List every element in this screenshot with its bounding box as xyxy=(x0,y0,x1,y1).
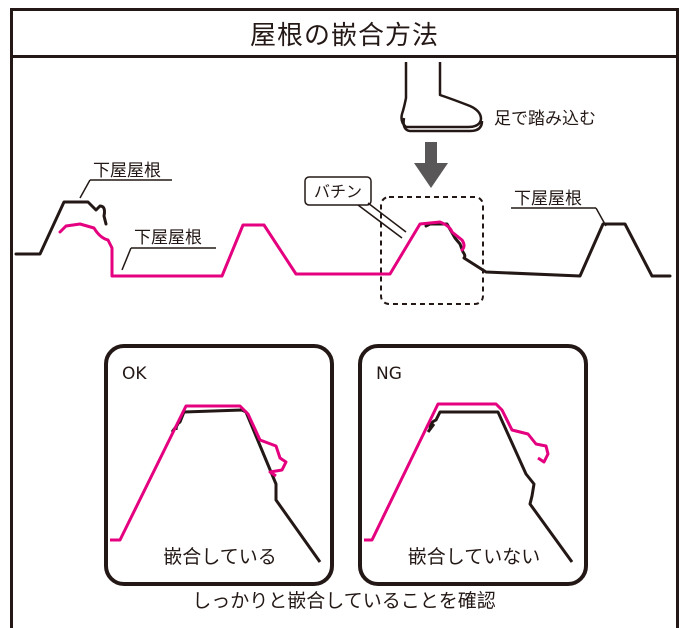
leader-line xyxy=(121,247,132,271)
ng-caption: 嵌合していない xyxy=(408,546,540,568)
ng-panel xyxy=(358,344,588,586)
ok-caption: 嵌合している xyxy=(163,546,276,568)
ng-status: NG xyxy=(376,364,402,384)
lower-roof-label-middle: 下屋屋根 xyxy=(134,228,202,248)
snap-highlight-box xyxy=(380,196,484,305)
step-on-label: 足で踏み込む xyxy=(494,109,596,129)
page-title: 屋根の嵌合方法 xyxy=(10,8,679,58)
shoe-foot-icon xyxy=(400,62,484,133)
down-arrow-icon xyxy=(414,142,448,188)
ok-status: OK xyxy=(122,364,147,384)
ok-panel xyxy=(104,344,334,586)
lower-roof-label-left: 下屋屋根 xyxy=(93,161,161,181)
upper-roof-profile xyxy=(58,220,466,278)
snap-callout xyxy=(304,176,407,239)
lower-roof-label-right: 下屋屋根 xyxy=(514,189,582,209)
lower-roof-profile xyxy=(14,200,672,278)
leader-line xyxy=(595,207,607,227)
leader-line xyxy=(79,179,91,199)
footer-note: しっかりと嵌合していることを確認 xyxy=(192,590,495,612)
snap-label: バチン xyxy=(314,182,362,201)
